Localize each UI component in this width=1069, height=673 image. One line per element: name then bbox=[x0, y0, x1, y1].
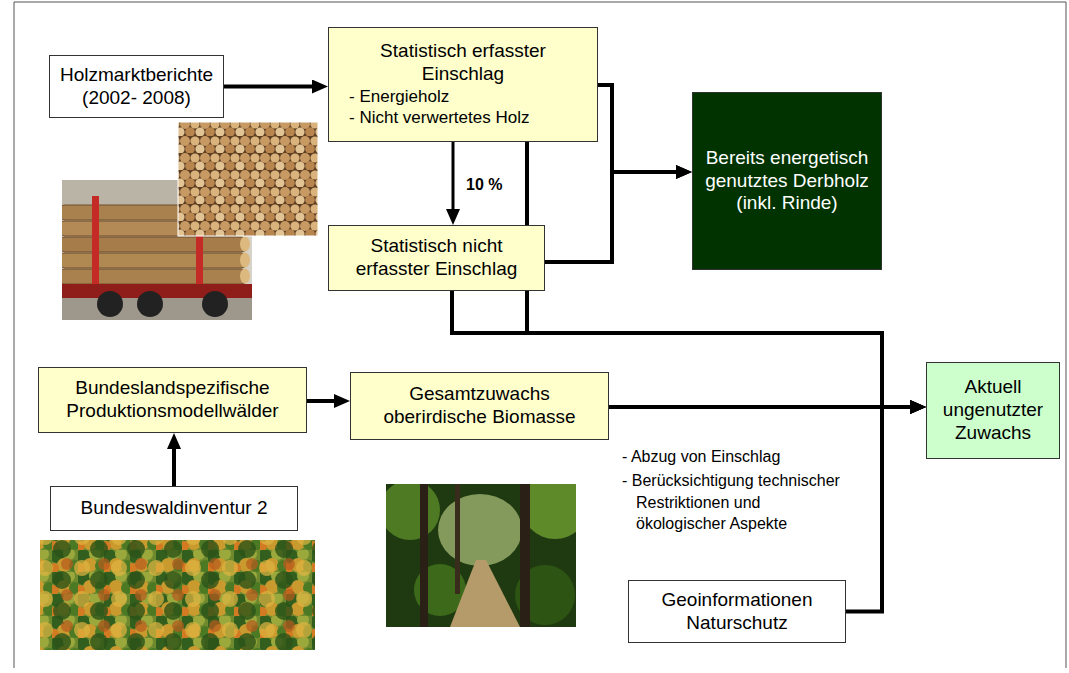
node-text: Bereits energetisch genutztes Derbholz (… bbox=[701, 147, 873, 215]
flow-arrow bbox=[527, 142, 918, 407]
node-text: Statistisch erfasster Einschlag bbox=[363, 40, 563, 86]
flow-arrow bbox=[846, 407, 918, 612]
foliage bbox=[386, 484, 440, 540]
list-item: - Energieholz bbox=[349, 86, 589, 107]
node-text: Geoinformationen Naturschutz bbox=[637, 589, 837, 635]
flow-arrow bbox=[307, 399, 342, 403]
process-box: Bundeslandspezifische Produktionsmodellw… bbox=[38, 367, 307, 433]
flow-arrow bbox=[224, 85, 320, 89]
flow-arrow bbox=[172, 441, 176, 486]
process-box: Statistisch erfasster Einschlag- Energie… bbox=[328, 27, 598, 142]
forest-path bbox=[450, 560, 520, 627]
forest-canopy bbox=[40, 540, 315, 650]
light-gap bbox=[438, 494, 522, 566]
process-box: Gesamtzuwachs oberirdische Biomasse bbox=[350, 372, 609, 440]
frame-line bbox=[14, 2, 1066, 668]
wheel bbox=[97, 291, 123, 317]
log-end bbox=[240, 269, 250, 284]
node-text: Bundeslandspezifische Produktionsmodellw… bbox=[47, 377, 298, 423]
node-text: Statistisch nicht erfasster Einschlag bbox=[337, 235, 536, 281]
truck-stake bbox=[92, 196, 99, 296]
result-box: Bereits energetisch genutztes Derbholz (… bbox=[692, 92, 882, 270]
forest-canopy bbox=[40, 540, 315, 650]
edge-label: 10 % bbox=[466, 176, 502, 194]
tree-trunk bbox=[420, 484, 428, 627]
node-text: Bundeswaldinventur 2 bbox=[59, 497, 289, 520]
photo-ground bbox=[40, 540, 315, 650]
log bbox=[62, 269, 248, 284]
flow-arrow bbox=[545, 172, 684, 262]
list-item: - Nicht verwertetes Holz bbox=[349, 107, 589, 128]
forest-path-photo bbox=[386, 484, 576, 627]
log bbox=[62, 237, 248, 252]
result-box: Aktuell ungenutzter Zuwachs bbox=[926, 362, 1060, 459]
node-text: Holzmarktberichte (2002- 2008) bbox=[58, 64, 215, 110]
flow-arrow bbox=[598, 85, 684, 172]
source-box: Holzmarktberichte (2002- 2008) bbox=[49, 55, 224, 118]
note-text: - Berücksichtigung technischer Restrikti… bbox=[622, 470, 851, 535]
source-box: Bundeswaldinventur 2 bbox=[50, 486, 298, 531]
log-end bbox=[240, 253, 250, 268]
tree-trunk bbox=[455, 484, 460, 594]
tree-trunk bbox=[520, 484, 530, 627]
log-end bbox=[240, 237, 250, 252]
wheel bbox=[137, 291, 163, 317]
flow-arrow bbox=[609, 405, 918, 409]
process-box: Statistisch nicht erfasster Einschlag bbox=[328, 225, 545, 291]
source-box: Geoinformationen Naturschutz bbox=[628, 580, 846, 643]
aerial-forest-photo bbox=[40, 540, 315, 650]
flow-arrow bbox=[452, 142, 455, 217]
note-text: - Abzug von Einschlag bbox=[622, 446, 866, 468]
log bbox=[62, 253, 248, 268]
node-text: Gesamtzuwachs oberirdische Biomasse bbox=[372, 383, 587, 429]
firewood-photo bbox=[178, 122, 318, 236]
wheel bbox=[202, 291, 228, 317]
node-text: Aktuell ungenutzter Zuwachs bbox=[935, 376, 1051, 444]
